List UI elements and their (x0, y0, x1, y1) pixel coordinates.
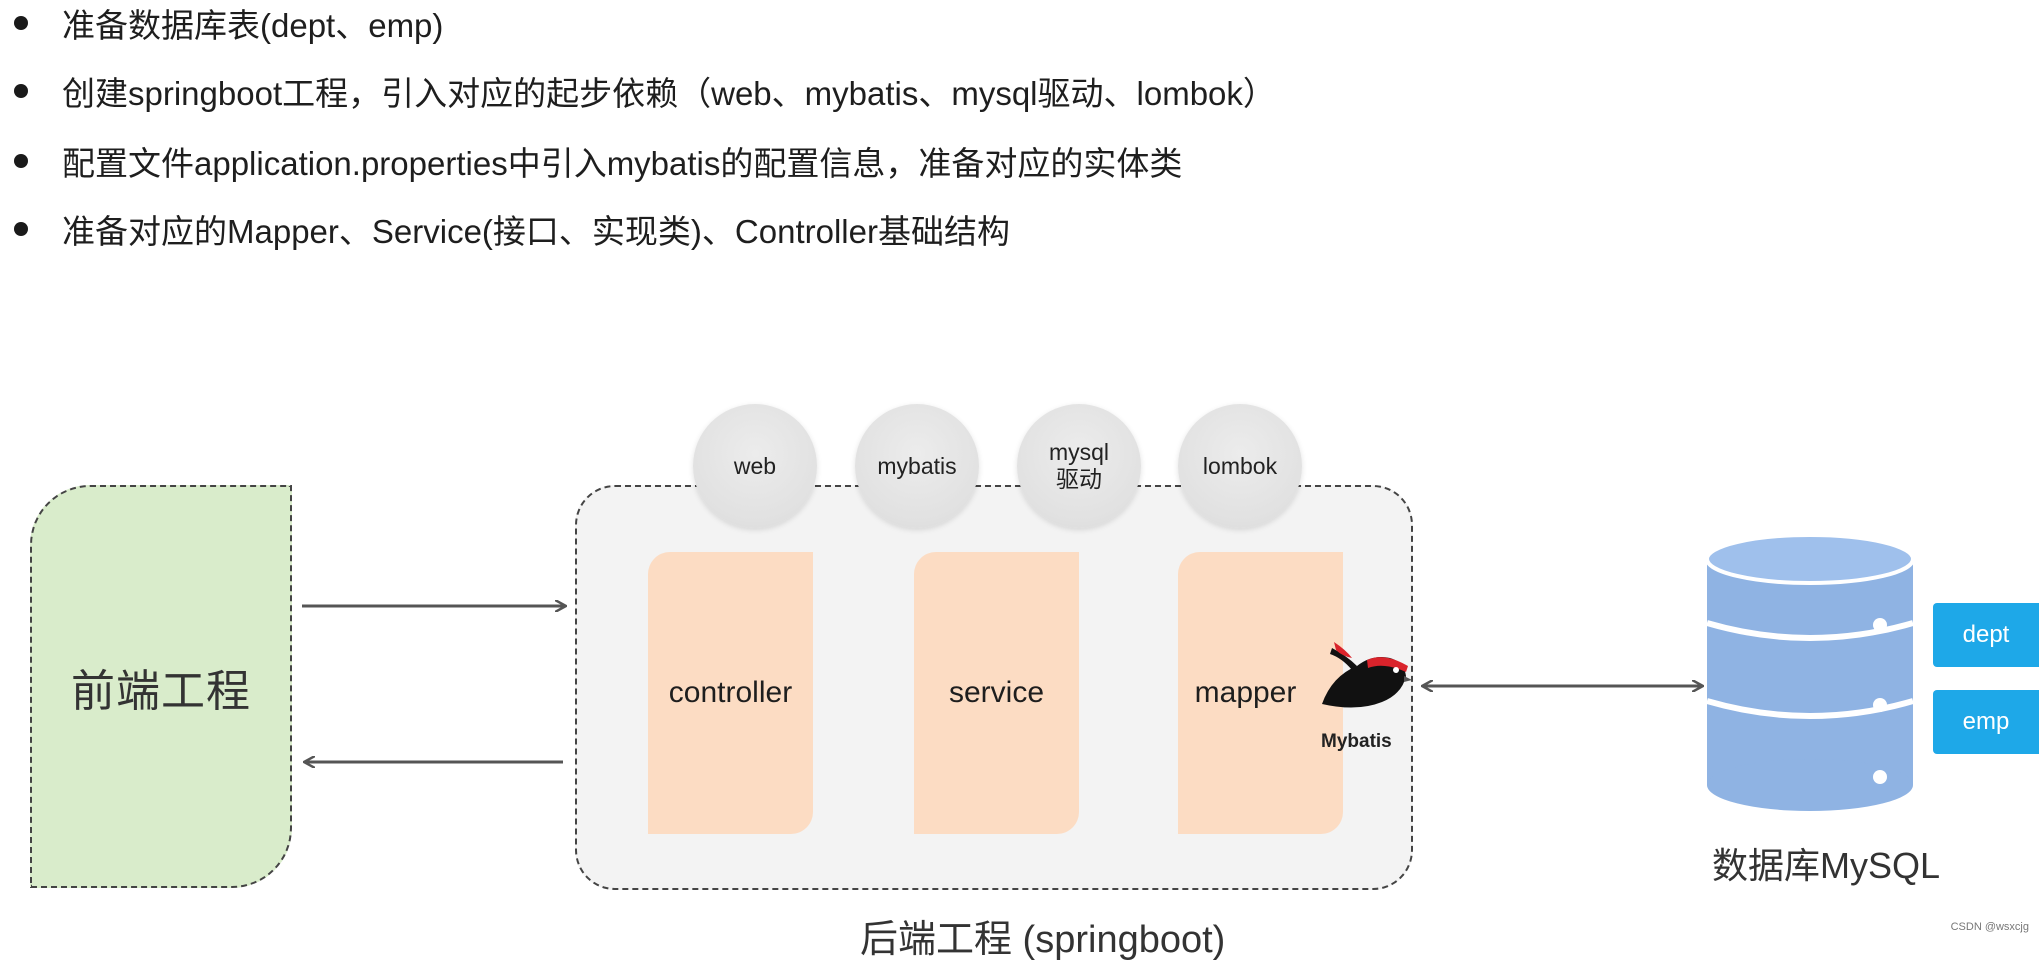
bullet-dot-icon (14, 16, 28, 30)
dependency-mysql-driver: mysql 驱动 (1017, 404, 1141, 528)
step-text: 配置文件application.properties中引入mybatis的配置信… (62, 145, 1183, 182)
dependency-label-line2: 驱动 (1056, 466, 1102, 492)
dependency-label: mybatis (877, 452, 957, 479)
layer-label: mapper (1194, 676, 1297, 709)
database-label: 数据库MySQL (1712, 845, 1941, 886)
service-layer: service (914, 552, 1079, 834)
step-text: 创建springboot工程，引入对应的起步依赖（web、mybatis、mys… (62, 75, 1276, 112)
dependency-lombok: lombok (1178, 404, 1302, 528)
step-item: 准备数据库表(dept、emp) (0, 3, 443, 44)
step-item: 配置文件application.properties中引入mybatis的配置信… (0, 141, 1182, 182)
table-name: dept (1962, 621, 2010, 648)
mapper-layer: mapper (1178, 552, 1343, 834)
bullet-dot-icon (14, 84, 28, 98)
dependency-mybatis: mybatis (855, 404, 979, 528)
table-tag-dept: dept (1933, 603, 2039, 667)
dependency-label: web (733, 452, 777, 479)
dependency-label: mysql (1048, 439, 1110, 465)
dependency-web: web (693, 404, 817, 528)
bullet-dot-icon (14, 154, 28, 168)
layer-label: controller (668, 676, 793, 709)
mybatis-bird-icon (1322, 642, 1412, 708)
table-tag-emp: emp (1933, 690, 2039, 754)
bullet-dot-icon (14, 222, 28, 236)
frontend-project-label: 前端工程 (71, 666, 251, 716)
step-text: 准备对应的Mapper、Service(接口、实现类)、Controller基础… (62, 213, 1010, 250)
dependency-label: lombok (1202, 452, 1278, 479)
step-text: 准备数据库表(dept、emp) (62, 7, 444, 44)
step-item: 创建springboot工程，引入对应的起步依赖（web、mybatis、mys… (0, 71, 1276, 112)
mybatis-logo-label: Mybatis (1321, 731, 1392, 752)
table-name: emp (1962, 708, 2010, 735)
frontend-project-box: 前端工程 (30, 485, 292, 888)
layer-label: service (948, 676, 1045, 709)
watermark: CSDN @wsxcjg (1950, 921, 2029, 933)
controller-layer: controller (648, 552, 813, 834)
step-item: 准备对应的Mapper、Service(接口、实现类)、Controller基础… (0, 209, 1010, 250)
database-cylinder-icon (1705, 533, 1915, 811)
